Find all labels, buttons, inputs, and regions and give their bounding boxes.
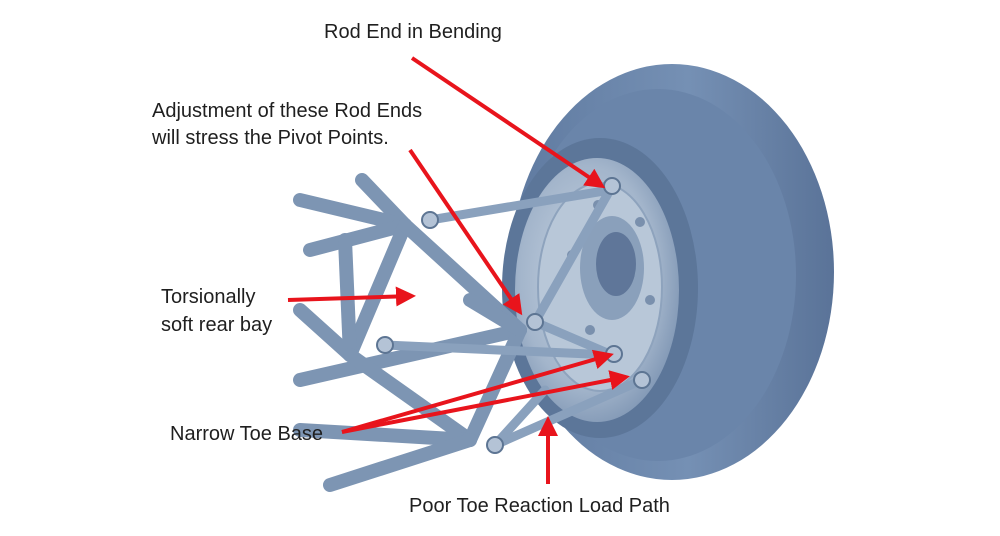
suspension-links — [380, 185, 647, 450]
arrow-narrow-toe-1 — [341, 349, 614, 434]
label-torsionally-line1: Torsionally — [161, 286, 256, 308]
arrow-torsionally — [287, 286, 416, 307]
label-adjustment-line2: will stress the Pivot Points. — [152, 127, 389, 149]
annotation-arrows — [287, 56, 630, 484]
label-narrow-toe-base: Narrow Toe Base — [170, 423, 324, 445]
rod-ends — [376, 177, 651, 454]
frame-tubes — [293, 173, 527, 492]
label-torsionally-line2: soft rear bay — [161, 314, 273, 336]
arrow-rod-end-bending — [410, 56, 606, 189]
label-rod-end-bending: Rod End in Bending — [324, 21, 502, 43]
label-poor-toe-reaction: Poor Toe Reaction Load Path — [409, 495, 670, 517]
arrow-narrow-toe-2 — [341, 370, 630, 434]
arrow-adjustment — [408, 148, 523, 316]
label-adjustment-line1: Adjustment of these Rod Ends — [152, 100, 423, 122]
